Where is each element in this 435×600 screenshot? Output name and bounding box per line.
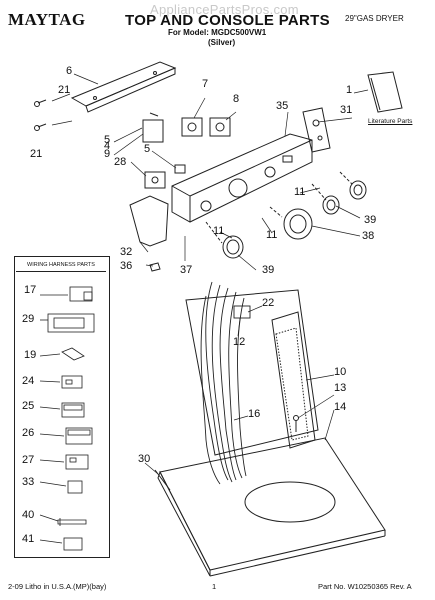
- harness-callout-19: 19: [24, 349, 37, 361]
- product-type: 29"GAS DRYER: [345, 14, 404, 23]
- callout-30: 30: [138, 453, 151, 465]
- leader-lines: [51, 73, 369, 475]
- harness-callout-40: 40: [22, 509, 35, 521]
- callout-31: 31: [340, 104, 353, 116]
- callout-1: 1: [346, 84, 353, 96]
- callout-36: 36: [120, 260, 133, 272]
- harness-callout-29: 29: [22, 313, 35, 325]
- console-panel-drawing: [171, 133, 313, 223]
- lint-screen-drawing: [271, 311, 316, 449]
- callout-10: 10: [334, 366, 347, 378]
- watermark-text: AppliancePartsPros.com: [150, 2, 299, 17]
- rear-bracket-drawing: [70, 61, 177, 113]
- harness-callout-33: 33: [22, 476, 35, 488]
- footer-print-info: 2-09 Litho in U.S.A.(MP)(bay): [8, 582, 107, 591]
- wire-harness-drawing: [200, 281, 251, 485]
- screw-13-drawing: [293, 415, 299, 432]
- dryer-top-drawing: [157, 289, 386, 577]
- callout-9: 9: [104, 148, 111, 160]
- screw-drawing: [34, 99, 47, 131]
- callout-8: 8: [233, 93, 240, 105]
- callout-5b: 5: [144, 143, 151, 155]
- callout-14: 14: [334, 401, 347, 413]
- callout-6: 6: [66, 65, 73, 77]
- callout-38: 38: [362, 230, 375, 242]
- callout-39b: 39: [262, 264, 275, 276]
- callout-11c: 11: [213, 225, 225, 237]
- wiring-harness-title: WIRING HARNESS PARTS: [16, 262, 106, 272]
- brand-logo: MAYTAG: [8, 10, 86, 29]
- console-bracket-drawing: [302, 107, 331, 153]
- callout-4: 4: [104, 140, 111, 152]
- footer-page-number: 1: [212, 582, 217, 591]
- callout-32: 32: [120, 246, 133, 258]
- color-line: (Silver): [208, 38, 236, 47]
- literature-booklet-drawing: [367, 71, 403, 113]
- harness-callout-24: 24: [22, 375, 35, 387]
- callout-11a: 11: [294, 186, 306, 198]
- callout-13: 13: [334, 382, 347, 394]
- wiring-harness-box: [14, 256, 110, 558]
- callout-21b: 21: [30, 148, 43, 160]
- harness-callout-17: 17: [24, 284, 37, 296]
- harness-icons: [39, 286, 95, 551]
- harness-callout-25: 25: [22, 400, 35, 412]
- literature-parts-label: Literature Parts: [368, 118, 413, 125]
- harness-callout-27: 27: [22, 454, 35, 466]
- callout-16: 16: [248, 408, 261, 420]
- callout-21a: 21: [58, 84, 71, 96]
- callout-12: 12: [233, 336, 246, 348]
- harness-callout-41: 41: [22, 533, 35, 545]
- model-line: For Model: MGDC500VW1: [168, 28, 267, 37]
- callout-28: 28: [114, 156, 127, 168]
- switch-components-drawing: [142, 112, 231, 189]
- callout-22: 22: [262, 297, 275, 309]
- end-cap-drawing: [129, 195, 169, 272]
- callout-35: 35: [276, 100, 289, 112]
- harness-callout-26: 26: [22, 427, 35, 439]
- callout-39a: 39: [364, 214, 377, 226]
- page-title: TOP AND CONSOLE PARTS: [125, 12, 330, 29]
- callout-5a: 5: [104, 134, 111, 146]
- footer-part-number: Part No. W10250365 Rev. A: [318, 582, 412, 591]
- callout-11b: 11: [266, 229, 278, 241]
- callout-7: 7: [202, 78, 209, 90]
- callout-37: 37: [180, 264, 193, 276]
- knobs-drawing: [205, 171, 367, 259]
